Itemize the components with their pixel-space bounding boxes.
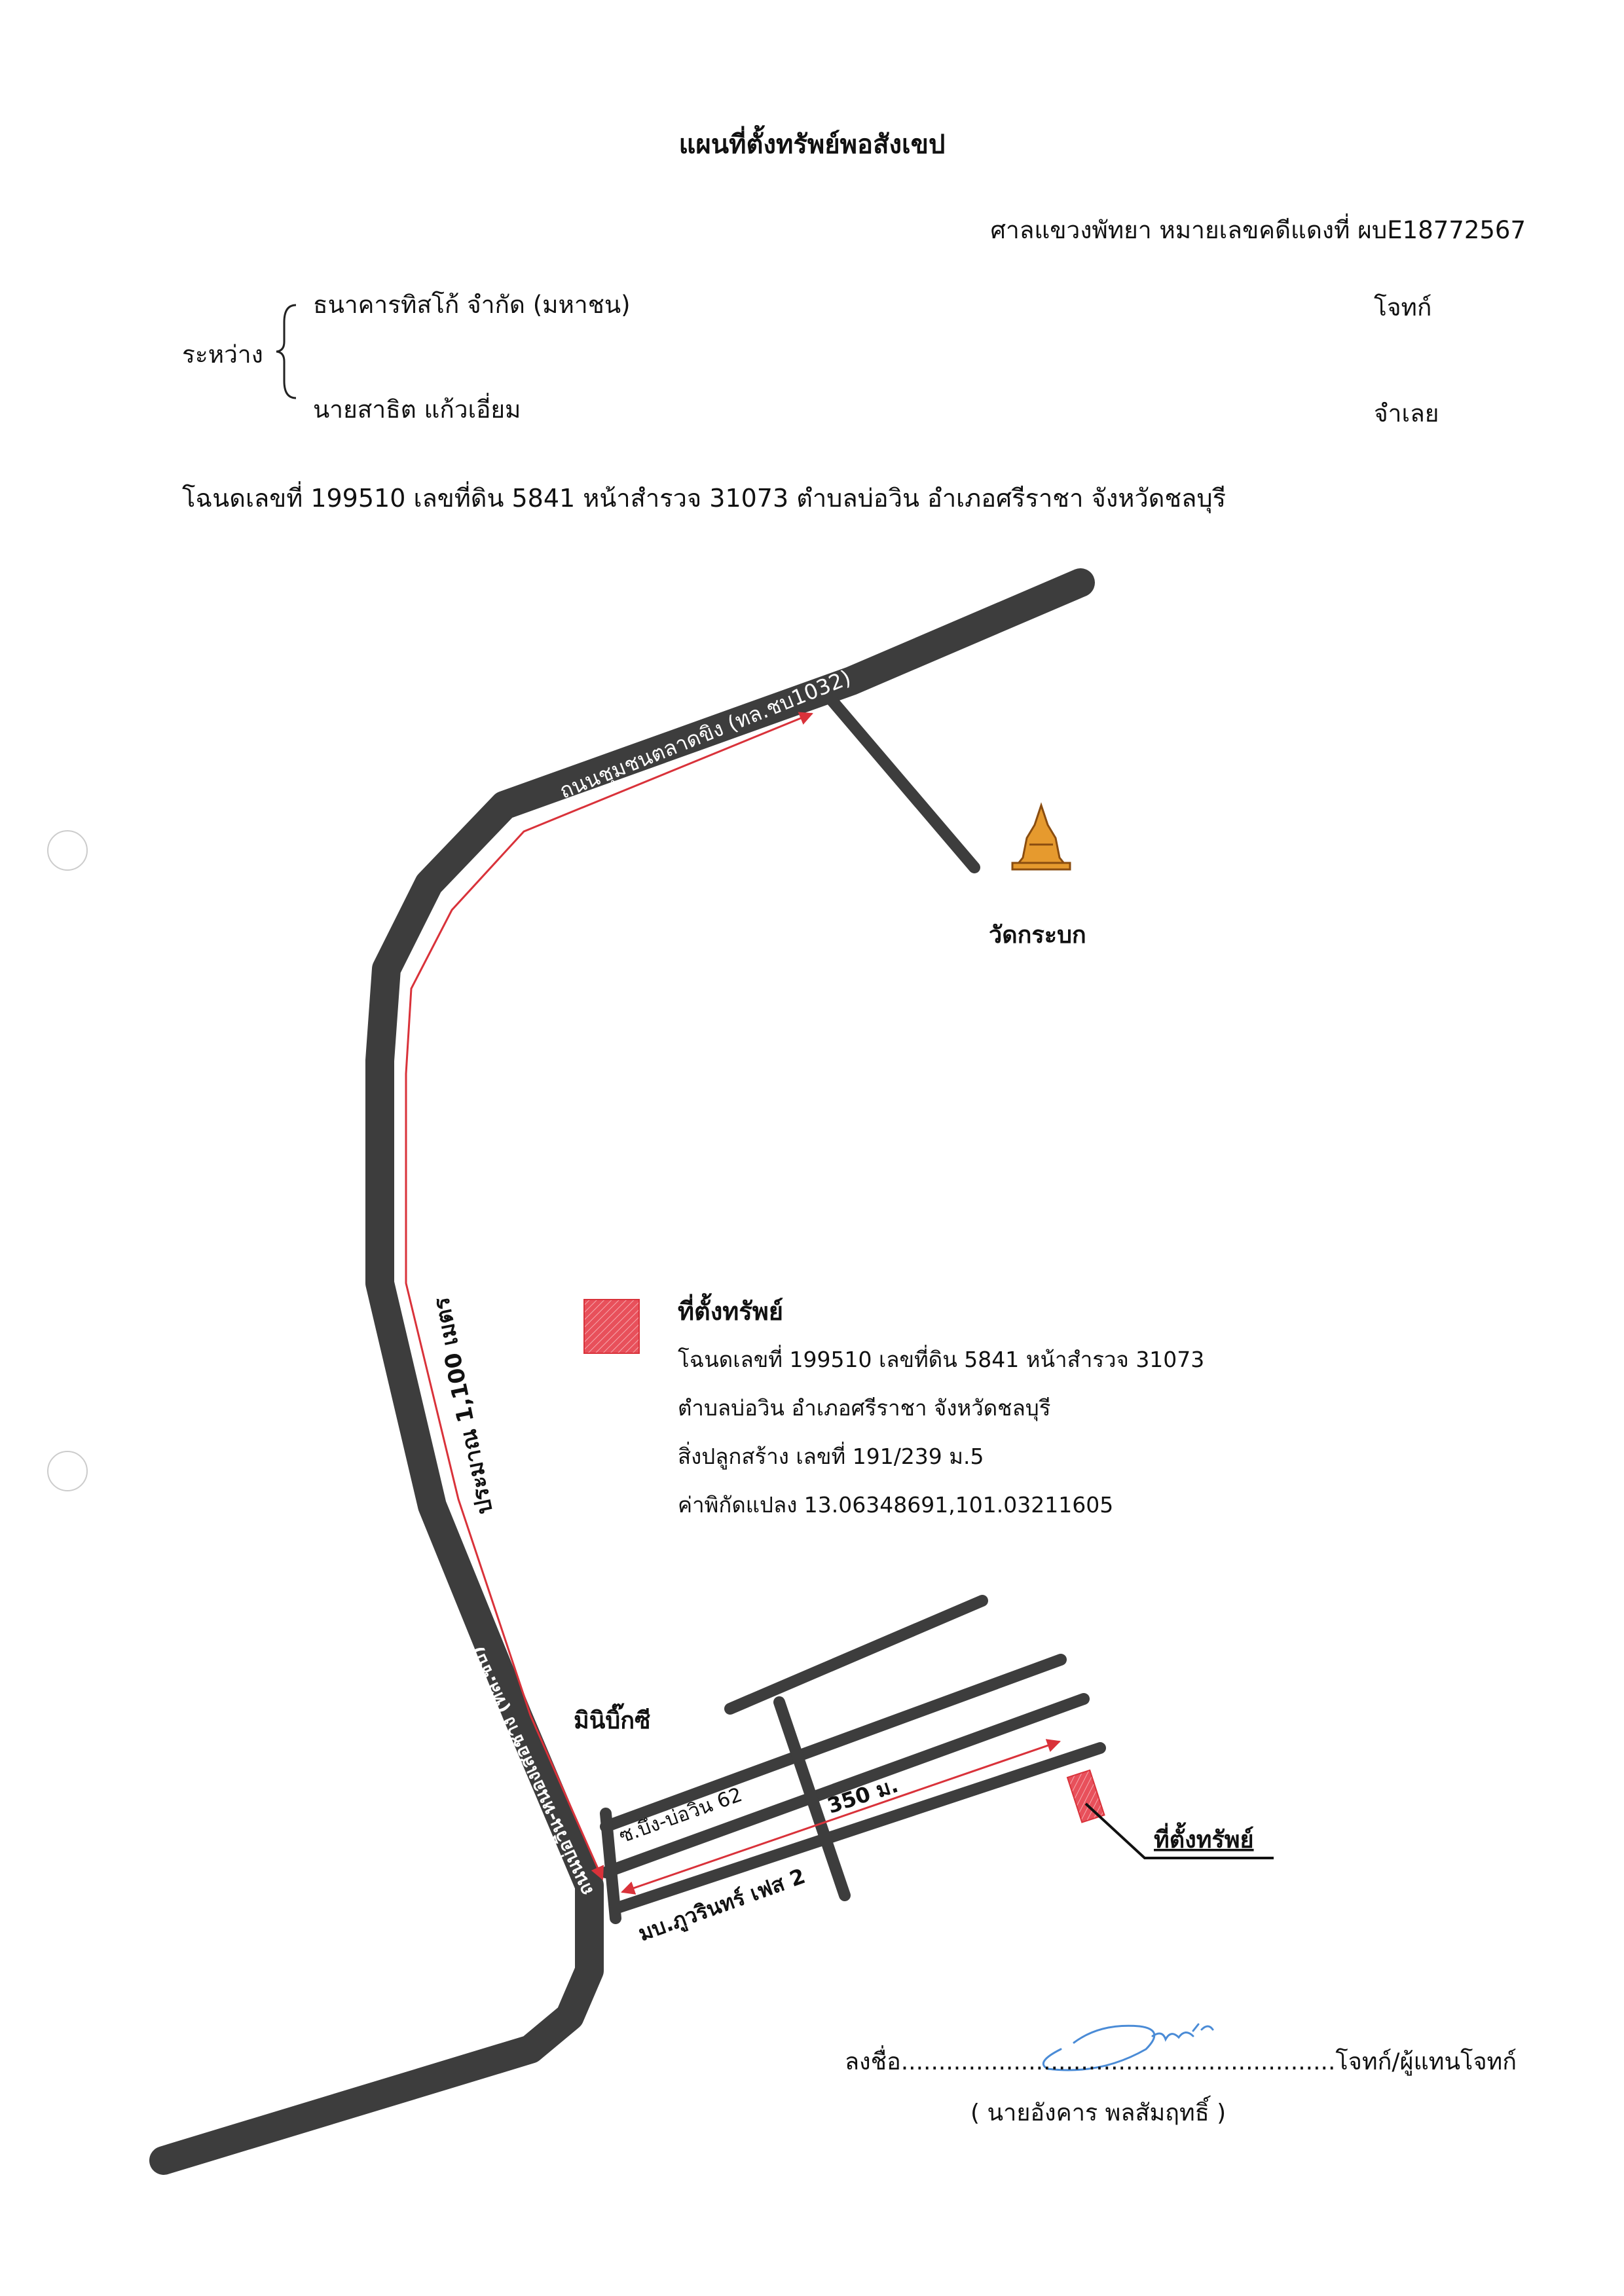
signature-line: ลงชื่อ..................................… xyxy=(845,2049,1517,2075)
road-left-label: ถนนบ่อวิน-หนองเสือช้าง (ทล.ชบ) xyxy=(465,1643,598,1899)
punch-hole xyxy=(47,1451,88,1491)
route-line xyxy=(405,712,813,1880)
between-label: ระหว่าง xyxy=(182,340,263,369)
road-top-label: ถนนชุมชนตลาดขิง (ทล.ชบ1032) xyxy=(556,665,855,803)
temple-access-road xyxy=(821,688,980,873)
page-title: แผนที่ตั้งทรัพย์พอสังเขป xyxy=(678,130,946,160)
temple-icon xyxy=(1011,802,1071,871)
legend-heading: ที่ตั้งทรัพย์ xyxy=(678,1297,784,1326)
soi-road xyxy=(600,1693,1090,1878)
legend-line-4: ค่าพิกัดแปลง 13.06348691,101.03211605 xyxy=(678,1492,1114,1518)
punch-hole xyxy=(47,830,88,871)
handwritten-signature xyxy=(1042,2023,1214,2071)
main-road xyxy=(149,568,1095,2175)
legend-line-1: โฉนดเลขที่ 199510 เลขที่ดิน 5841 หน้าสำร… xyxy=(678,1347,1205,1372)
legend-line-3: สิ่งปลูกสร้าง เลขที่ 191/239 ม.5 xyxy=(678,1444,984,1469)
defendant-name: นายสาธิต แก้วเอี่ยม xyxy=(313,395,521,424)
deed-line: โฉนดเลขที่ 199510 เลขที่ดิน 5841 หน้าสำร… xyxy=(182,484,1226,513)
plaintiff-name: ธนาคารทิสโก้ จำกัด (มหาชน) xyxy=(313,291,631,319)
court-case-line: ศาลแขวงพัทยา หมายเลขคดีแดงที่ ผบE1877256… xyxy=(990,216,1526,244)
property-pointer-label: ที่ตั้งทรัพย์ xyxy=(1154,1822,1254,1853)
property-marker xyxy=(1066,1769,1105,1823)
distance-arrow-350 xyxy=(621,1739,1061,1895)
plaintiff-role: โจทก์ xyxy=(1374,293,1432,321)
soi-road xyxy=(724,1595,988,1715)
soi-road xyxy=(610,1742,1106,1914)
mini-bigc-label: มินิบิ๊กซี xyxy=(574,1702,650,1734)
temple-label: วัดกระบก xyxy=(989,922,1086,949)
signer-name: ( นายอังคาร พลสัมฤทธิ์ ) xyxy=(970,2100,1227,2126)
legend-line-2: ตำบลบ่อวิน อำเภอศรีราชา จังหวัดชลบุรี xyxy=(678,1395,1051,1421)
brace-icon xyxy=(276,304,297,399)
defendant-role: จำเลย xyxy=(1374,399,1439,428)
legend-swatch xyxy=(583,1299,640,1354)
property-pointer-line xyxy=(1084,1802,1274,1859)
